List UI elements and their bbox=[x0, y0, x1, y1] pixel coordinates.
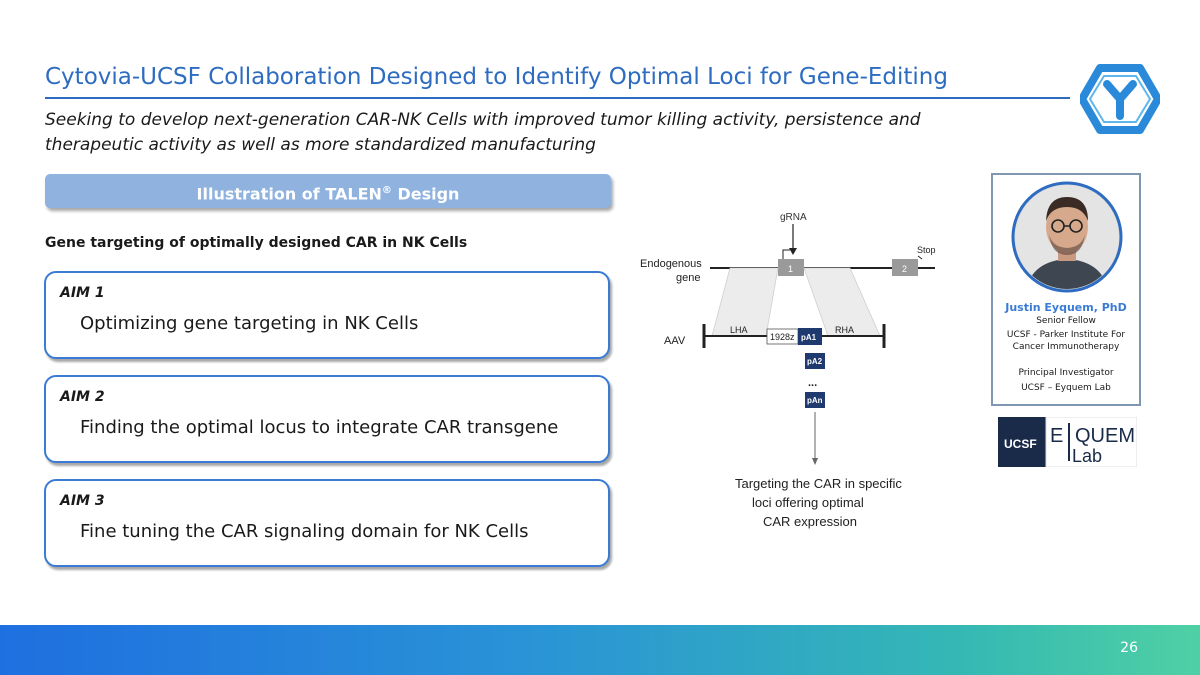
pa2-label: pA2 bbox=[807, 357, 823, 366]
exon-2-label: 2 bbox=[902, 264, 907, 274]
talen-design-banner: Illustration of TALEN® Design bbox=[45, 174, 611, 208]
cytovia-logo-icon bbox=[1080, 64, 1160, 134]
promoter-arrow-icon bbox=[782, 249, 790, 260]
result-arrowhead-icon bbox=[812, 458, 818, 465]
lab-logo-lab: Lab bbox=[1072, 446, 1102, 466]
slide-subtitle: Seeking to develop next-generation CAR-N… bbox=[45, 108, 1005, 158]
investigator-org-2: UCSF – Eyquem Lab bbox=[1021, 383, 1111, 393]
aim-text: Fine tuning the CAR signaling domain for… bbox=[80, 521, 529, 542]
aim-card-2: AIM 2 Finding the optimal locus to integ… bbox=[44, 375, 610, 463]
ucsf-logo-text: UCSF bbox=[1004, 437, 1037, 451]
caption-line-3: CAR expression bbox=[763, 514, 857, 529]
gene-targeting-diagram: gRNA Endogenous gene 1 2 Stop AAV LHA RH… bbox=[640, 212, 936, 529]
pa1-box bbox=[798, 328, 822, 345]
caption-line-1: Targeting the CAR in specific bbox=[735, 476, 902, 491]
subtitle-line-2: therapeutic activity as well as more sta… bbox=[45, 135, 596, 155]
exon-1 bbox=[778, 259, 804, 276]
aim-card-3: AIM 3 Fine tuning the CAR signaling doma… bbox=[44, 479, 610, 567]
aim-label: AIM 3 bbox=[60, 493, 105, 509]
aim-card-1: AIM 1 Optimizing gene targeting in NK Ce… bbox=[44, 271, 610, 359]
exon-2 bbox=[892, 259, 918, 276]
slide-title: Cytovia-UCSF Collaboration Designed to I… bbox=[45, 64, 948, 90]
footer-bar: 26 bbox=[0, 625, 1200, 675]
page-number: 26 bbox=[1120, 640, 1138, 656]
investigator-role-2: Principal Investigator bbox=[1018, 368, 1114, 378]
pa1-label: pA1 bbox=[801, 333, 817, 342]
grna-arrowhead-icon bbox=[789, 248, 797, 255]
gene-targeting-heading: Gene targeting of optimally designed CAR… bbox=[45, 235, 468, 251]
pa2-box bbox=[805, 353, 825, 369]
banner-text: Illustration of TALEN bbox=[196, 184, 382, 204]
subtitle-line-1: Seeking to develop next-generation CAR-N… bbox=[45, 110, 921, 130]
stop-label: Stop bbox=[917, 245, 936, 255]
eyquem-lab-logo-icon: UCSF E QUEM Lab bbox=[998, 417, 1137, 467]
investigator-org-1-line-2: Cancer Immunotherapy bbox=[1012, 342, 1120, 352]
car-1928z-label: 1928z bbox=[770, 332, 795, 342]
pan-label: pAn bbox=[807, 396, 823, 405]
investigator-card: Justin Eyquem, PhD Senior Fellow UCSF - … bbox=[991, 173, 1141, 406]
aim-label: AIM 1 bbox=[60, 285, 105, 301]
lha-label: LHA bbox=[730, 325, 748, 335]
endogenous-label: Endogenous bbox=[640, 258, 702, 270]
title-divider bbox=[45, 97, 1070, 99]
aim-text: Optimizing gene targeting in NK Cells bbox=[80, 313, 419, 334]
investigator-org-1-line-1: UCSF - Parker Institute For bbox=[1006, 330, 1126, 340]
investigator-name: Justin Eyquem, PhD bbox=[1005, 301, 1127, 314]
aav-label: AAV bbox=[664, 335, 686, 347]
registered-mark: ® bbox=[381, 185, 392, 196]
aim-text: Finding the optimal locus to integrate C… bbox=[80, 417, 559, 438]
pan-box bbox=[805, 392, 825, 408]
banner-text-after: Design bbox=[391, 184, 460, 204]
ellipsis: ... bbox=[808, 377, 817, 389]
stop-pointer bbox=[917, 255, 923, 260]
investigator-avatar bbox=[1011, 181, 1123, 293]
aim-label: AIM 2 bbox=[60, 389, 105, 405]
investigator-role-1: Senior Fellow bbox=[1036, 316, 1096, 326]
caption-line-2: loci offering optimal bbox=[752, 495, 864, 510]
lab-logo-e: E bbox=[1050, 425, 1063, 447]
gene-label: gene bbox=[676, 272, 700, 284]
exon-1-label: 1 bbox=[788, 264, 793, 274]
grna-label: gRNA bbox=[780, 212, 807, 223]
lab-logo-quem: QUEM bbox=[1075, 425, 1135, 447]
rha-label: RHA bbox=[835, 325, 854, 335]
